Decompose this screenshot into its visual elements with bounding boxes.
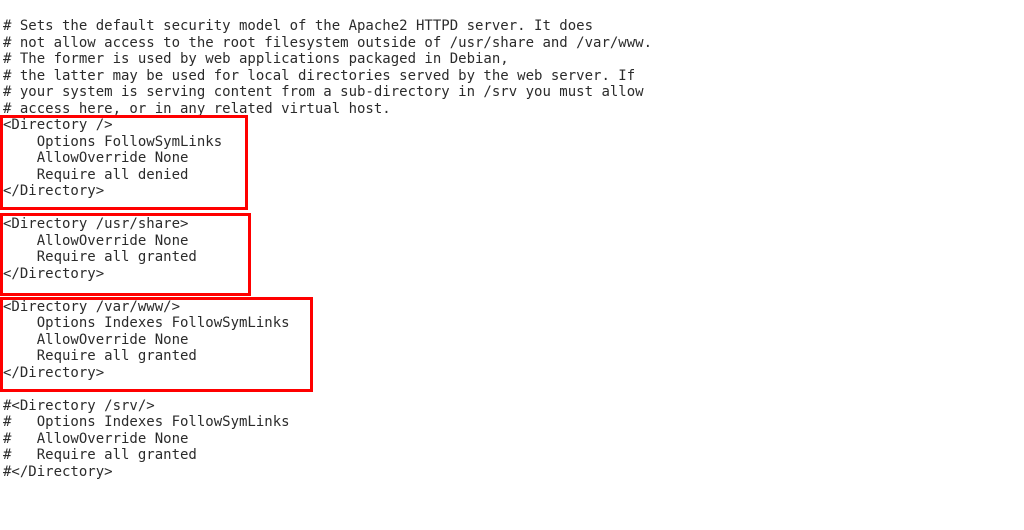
highlight-box-root-directory bbox=[0, 115, 248, 210]
directive-line[interactable]: AllowOverride None bbox=[3, 150, 189, 166]
text-editor[interactable]: # Sets the default security model of the… bbox=[3, 18, 652, 480]
comment-line[interactable]: # the latter may be used for local direc… bbox=[3, 67, 636, 84]
commented-directive-line[interactable]: # AllowOverride None bbox=[3, 430, 189, 447]
highlight-box-var-www-directory bbox=[0, 297, 313, 392]
highlight-box-usr-share-directory bbox=[0, 213, 251, 296]
comment-line[interactable]: # not allow access to the root filesyste… bbox=[3, 34, 653, 51]
directive-line[interactable]: Options Indexes FollowSymLinks bbox=[3, 315, 290, 331]
comment-line[interactable]: # The former is used by web applications… bbox=[3, 51, 509, 67]
directory-close[interactable]: </Directory> bbox=[3, 265, 105, 282]
commented-directive-line[interactable]: # Options Indexes FollowSymLinks bbox=[3, 414, 290, 430]
directive-line[interactable]: Require all granted bbox=[3, 249, 197, 265]
directory-var-www-open[interactable]: <Directory /var/www/> bbox=[3, 298, 181, 315]
commented-directory-srv-open[interactable]: #<Directory /srv/> bbox=[3, 397, 155, 414]
directory-root-open[interactable]: <Directory /> bbox=[3, 117, 113, 133]
directive-line[interactable]: AllowOverride None bbox=[3, 331, 189, 348]
directive-line[interactable]: Require all denied bbox=[3, 166, 189, 183]
directive-line[interactable]: AllowOverride None bbox=[3, 232, 189, 249]
commented-directive-line[interactable]: # Require all granted bbox=[3, 447, 197, 463]
directory-close[interactable]: </Directory> bbox=[3, 364, 105, 381]
comment-line[interactable]: # your system is serving content from a … bbox=[3, 84, 644, 100]
directory-close[interactable]: </Directory> bbox=[3, 183, 105, 199]
comment-line[interactable]: # Sets the default security model of the… bbox=[3, 18, 594, 34]
directory-usr-share-open[interactable]: <Directory /usr/share> bbox=[3, 216, 189, 232]
comment-line[interactable]: # access here, or in any related virtual… bbox=[3, 100, 391, 117]
directive-line[interactable]: Require all granted bbox=[3, 348, 197, 364]
directive-line[interactable]: Options FollowSymLinks bbox=[3, 133, 223, 150]
commented-directory-close[interactable]: #</Directory> bbox=[3, 463, 113, 480]
